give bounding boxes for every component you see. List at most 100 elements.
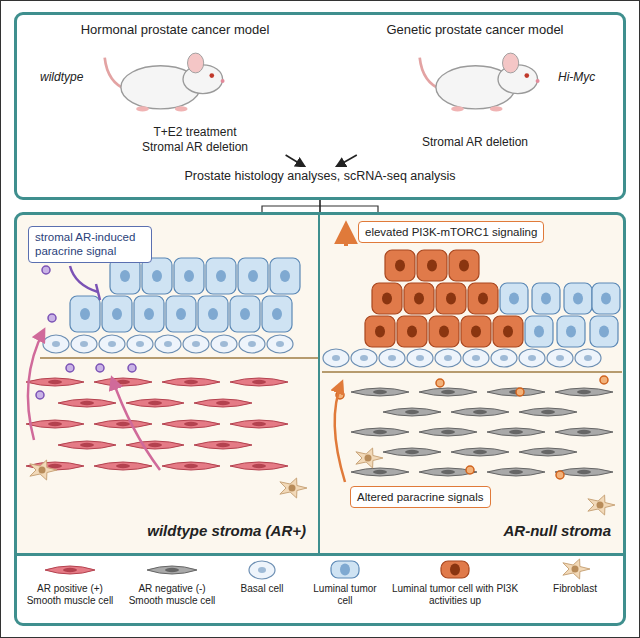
cell-nucleus (541, 293, 551, 305)
cell-nucleus (289, 485, 296, 492)
paracrine-arrow (28, 330, 44, 440)
luminal-cell (592, 283, 620, 314)
luminal-cell (134, 296, 164, 332)
paracrine-arrow (112, 378, 160, 470)
smooth-muscle-cell (555, 388, 613, 396)
signal-dot (66, 364, 74, 372)
smooth-muscle-cell (519, 448, 577, 456)
signal-dot (600, 376, 608, 384)
basal-cell (519, 349, 545, 367)
luminal-cell (174, 258, 204, 294)
node-text: Stromal AR deletion (390, 135, 560, 149)
cell-nucleus (541, 450, 555, 454)
luminal-cell (525, 316, 553, 347)
signal-dot (466, 466, 474, 474)
node-text: wildtype stroma (AR+) (147, 522, 306, 539)
cell-nucleus (541, 410, 555, 414)
smooth-muscle-cell (487, 388, 545, 396)
cell-nucleus (164, 341, 172, 347)
luminal-cell (206, 258, 236, 294)
cell-nucleus (407, 326, 417, 338)
cell-nucleus (450, 564, 460, 576)
node-text: Hi-Myc (558, 70, 595, 84)
basal-cell (71, 335, 97, 353)
cell-nucleus (148, 401, 162, 405)
luminal-cell (270, 258, 300, 294)
smooth-muscle-cell (351, 428, 409, 436)
cell-nucleus (439, 326, 449, 338)
cell-nucleus (365, 455, 372, 462)
basal-cell (43, 335, 69, 353)
smooth-muscle-cell (351, 468, 409, 476)
cell-nucleus (573, 293, 583, 305)
smooth-muscle-cell (126, 441, 184, 449)
cell-nucleus (276, 341, 284, 347)
cell-nucleus (556, 355, 564, 361)
cell-nucleus (395, 260, 405, 272)
legend-text: Fibroblast (535, 583, 615, 595)
model-group: Hormonal prostate cancer modelwildtypeT+… (30, 20, 320, 155)
cell-nucleus (148, 443, 162, 447)
luminal-cell (436, 283, 466, 314)
signal-dot (96, 364, 104, 372)
cell-nucleus (258, 567, 266, 573)
smooth-muscle-cell (230, 462, 288, 470)
smooth-muscle-cell (419, 388, 477, 396)
cell-nucleus (509, 470, 523, 474)
cell-nucleus (388, 355, 396, 361)
smooth-muscle-cell (419, 428, 477, 436)
cell-nucleus (240, 308, 250, 320)
cell-nucleus (80, 308, 90, 320)
cell-nucleus (248, 341, 256, 347)
luminal-cell (365, 316, 395, 347)
cell-nucleus (414, 293, 424, 305)
luminal-cell (198, 296, 228, 332)
luminal-cell (441, 561, 469, 578)
basal-cell (127, 335, 153, 353)
cell-nucleus (248, 270, 258, 282)
cell-nucleus (473, 410, 487, 414)
smooth-muscle-cell (45, 566, 95, 574)
smooth-muscle-cell (58, 441, 116, 449)
cell-nucleus (360, 355, 368, 361)
basement-membrane (40, 357, 318, 359)
smooth-muscle-cell (519, 408, 577, 416)
smooth-muscle-cell (162, 378, 220, 386)
cell-nucleus (220, 341, 228, 347)
basal-cell (547, 349, 573, 367)
smooth-muscle-cell (383, 448, 441, 456)
cell-nucleus (52, 341, 60, 347)
luminal-cell (449, 250, 479, 281)
basal-cell (249, 561, 275, 579)
cell-nucleus (599, 326, 609, 338)
signal-tag: stromal AR-induced paracrine signal (28, 226, 152, 263)
cell-nucleus (405, 450, 419, 454)
basal-cell (183, 335, 209, 353)
cell-nucleus (184, 380, 198, 384)
cell-nucleus (80, 401, 94, 405)
increase-arrow (344, 225, 348, 246)
smooth-muscle-cell (94, 462, 152, 470)
cell-nucleus (577, 430, 591, 434)
stroma-ground (17, 215, 320, 555)
basal-cell (351, 349, 377, 367)
cell-nucleus (340, 564, 350, 576)
cell-nucleus (80, 341, 88, 347)
smooth-muscle-cell (451, 448, 509, 456)
cell-nucleus (441, 470, 455, 474)
analysis-box: Prostate histology analyses, scRNA-seq a… (180, 167, 461, 185)
basal-cell (267, 335, 293, 353)
cell-nucleus (473, 450, 487, 454)
cell-nucleus (120, 270, 130, 282)
basal-cell (323, 349, 349, 367)
cell-nucleus (252, 422, 266, 426)
luminal-cell (557, 316, 585, 347)
cell-nucleus (116, 380, 130, 384)
cell-nucleus (597, 502, 604, 509)
basal-cell (211, 335, 237, 353)
legend-text: AR negative (-) Smooth muscle cell (124, 583, 220, 607)
luminal-cell (564, 283, 592, 314)
node-text: stromal AR-induced paracrine signal (35, 230, 145, 259)
smooth-muscle-cell (487, 428, 545, 436)
